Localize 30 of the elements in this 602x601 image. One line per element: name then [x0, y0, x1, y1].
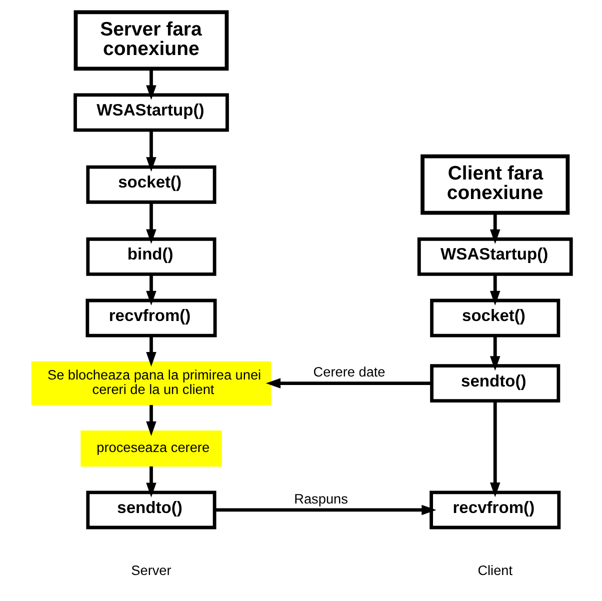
- arrow: [146, 68, 156, 100]
- node-box: socket(): [86, 165, 216, 204]
- label: Server: [130, 562, 171, 578]
- arrow: [489, 274, 500, 306]
- arrow: [146, 405, 156, 436]
- node-box: recvfrom(): [429, 490, 560, 530]
- label: Client: [477, 562, 512, 578]
- arrow: [489, 336, 500, 371]
- node-box: recvfrom(): [85, 298, 216, 338]
- arrow: [146, 130, 156, 172]
- node-box: WSAStartup(): [73, 93, 228, 132]
- node-box: Client fara conexiune: [420, 154, 570, 215]
- arrow: [146, 202, 156, 244]
- node-box: sendto(): [86, 490, 216, 530]
- node-box: socket(): [430, 298, 560, 338]
- arrow: [489, 212, 500, 244]
- arrow: [146, 336, 156, 367]
- node-box: proceseaza cerere: [80, 430, 222, 467]
- arrow: [265, 378, 432, 388]
- arrow: [214, 504, 436, 516]
- arrow: [489, 401, 500, 498]
- node-box: Server fara conexiune: [73, 10, 228, 71]
- edge-label: Cerere date: [312, 364, 385, 380]
- node-box: sendto(): [430, 364, 560, 403]
- arrow: [146, 274, 156, 306]
- edge-label: Raspuns: [294, 491, 348, 506]
- node-box: Se blocheaza pana la primirea unei cereri de la un client: [30, 361, 271, 406]
- node-box: WSAStartup(): [416, 237, 572, 276]
- node-box: bind(): [86, 237, 216, 276]
- arrow: [146, 466, 156, 498]
